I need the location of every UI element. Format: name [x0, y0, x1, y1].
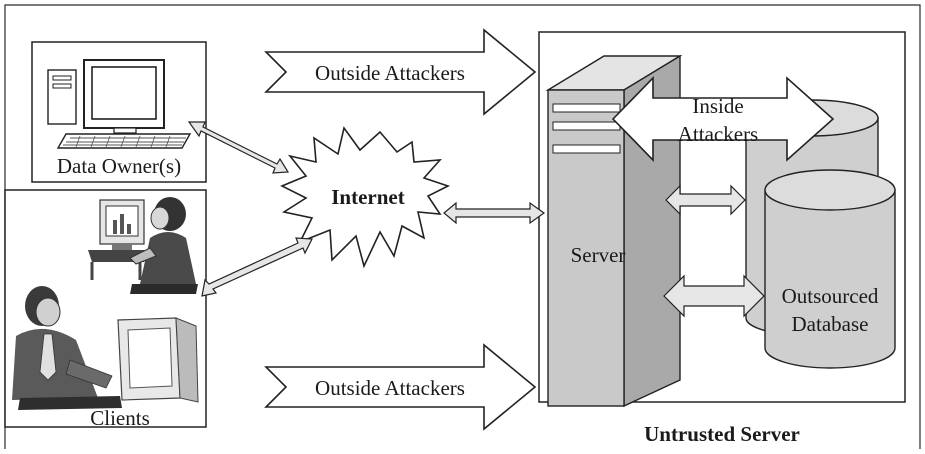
man-at-computer-icon: [12, 286, 199, 410]
server-database-arrow-upper: [665, 184, 746, 216]
internet-label: Internet: [331, 185, 404, 209]
server-tower: [545, 54, 683, 408]
inside-attackers-arrow: [611, 76, 835, 162]
internet-server-arrow: [443, 201, 546, 225]
outsourced-database: [764, 169, 896, 369]
server-label: Server: [571, 243, 626, 267]
database-label-line2: Database: [792, 312, 869, 336]
internet-cloud: [280, 126, 451, 269]
computer-icon: [47, 59, 192, 149]
outside-attackers-arrow-top: [264, 28, 537, 116]
clients-internet-arrow: [201, 237, 313, 297]
inside-attackers-label-line2: Attackers: [678, 122, 758, 146]
clients-label: Clients: [90, 406, 150, 430]
outside-attackers-label-top: Outside Attackers: [315, 61, 465, 85]
inside-attackers-label-line1: Inside: [692, 94, 743, 118]
database-label-line1: Outsourced: [782, 284, 879, 308]
data-owner-label: Data Owner(s): [57, 154, 181, 178]
woman-at-computer-icon: [88, 197, 198, 294]
owner-internet-arrow: [187, 121, 290, 174]
outside-attackers-label-bottom: Outside Attackers: [315, 376, 465, 400]
untrusted-server-label: Untrusted Server: [644, 422, 800, 446]
outside-attackers-arrow-bottom: [264, 343, 537, 431]
server-database-arrow-lower: [663, 274, 765, 318]
